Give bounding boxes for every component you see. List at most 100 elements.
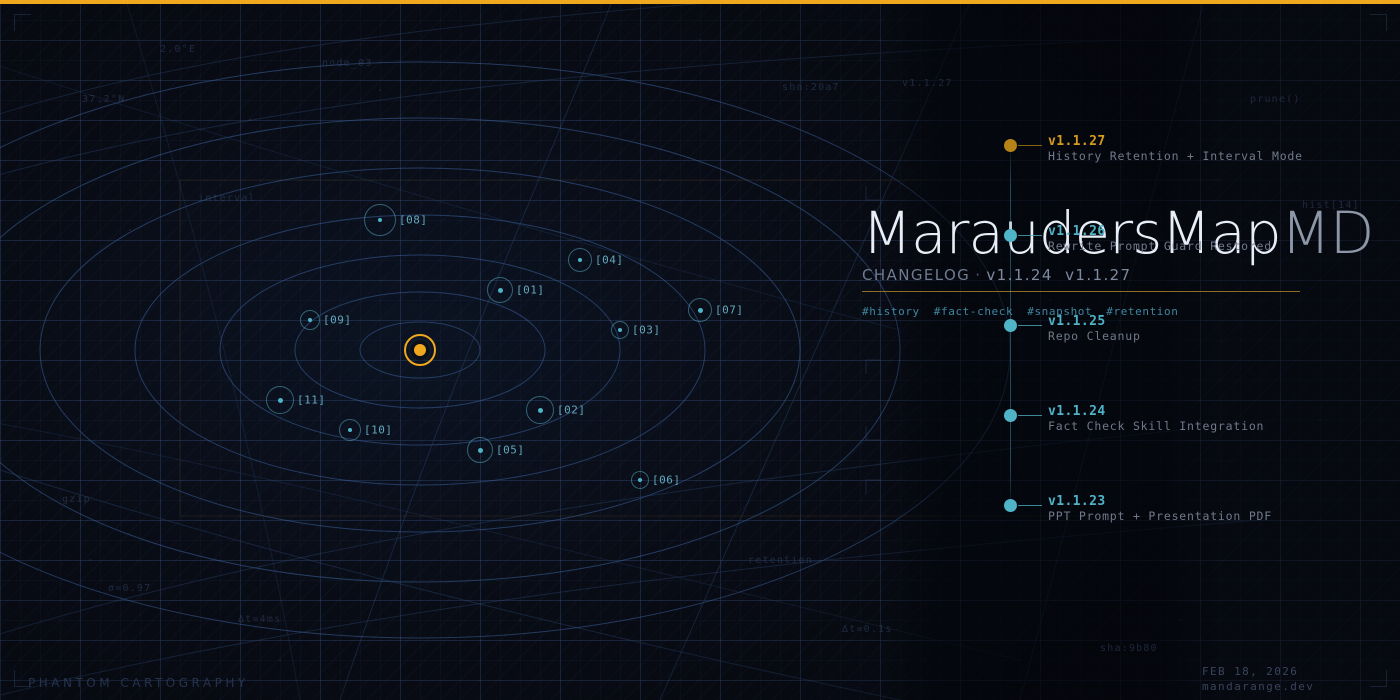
entry-description: Fact Check Skill Integration	[1048, 419, 1265, 433]
ambient-label: 37.2°N	[82, 94, 126, 105]
node-dot	[638, 478, 642, 482]
map-node-05[interactable]: [05]	[467, 437, 524, 463]
node-ring	[467, 437, 493, 463]
map-node-04[interactable]: [04]	[568, 248, 623, 272]
page-title: MaraudersMapMD	[862, 204, 1374, 262]
entry-description: History Retention + Interval Mode	[1048, 149, 1303, 163]
ambient-label: Δt=4ms	[238, 614, 282, 625]
wordmark-secondary: MD	[1280, 199, 1375, 267]
entry-description: PPT Prompt + Presentation PDF	[1048, 509, 1272, 523]
timeline-connector	[1018, 235, 1042, 236]
tag-list[interactable]: #history #fact-check #snapshot #retention	[862, 305, 1192, 318]
core-dot	[414, 344, 426, 356]
tag-fact-check[interactable]: #fact-check	[933, 305, 1014, 318]
footer-date: FEB 18, 2026	[1202, 665, 1299, 678]
entry-description: Rewrite Prompt Guard Restored	[1048, 239, 1272, 253]
subtitle: CHANGELOG·v1.1.24 v1.1.27	[862, 266, 1132, 284]
orbital-node-map[interactable]: [08] [04] [01] [07] [09] [03] [11] [02] [10] [05]…	[0, 0, 900, 700]
ambient-label: Δt=0.1s	[842, 624, 893, 635]
map-node-08[interactable]: [08]	[364, 204, 427, 236]
node-dot	[348, 428, 352, 432]
ambient-label: gzip	[62, 494, 91, 505]
ambient-label: v1.1.27	[902, 78, 953, 89]
node-ring	[339, 419, 361, 441]
footer-meta: FEB 18, 2026 mandarange.dev	[1202, 664, 1314, 694]
node-label: [11]	[297, 393, 326, 407]
node-dot	[378, 218, 382, 222]
version-from: v1.1.24	[986, 266, 1053, 284]
node-dot	[537, 407, 543, 413]
ambient-label: sha:9b80	[1100, 643, 1158, 654]
map-node-01[interactable]: [01]	[487, 277, 544, 303]
core-outer-ring	[404, 334, 436, 366]
map-node-07[interactable]: [07]	[688, 298, 743, 322]
header-divider	[862, 291, 1300, 292]
timeline-marker-icon	[1004, 409, 1017, 422]
entry-description: Repo Cleanup	[1048, 329, 1141, 343]
subtitle-separator: ·	[975, 266, 982, 284]
timeline-connector	[1018, 325, 1042, 326]
node-ring	[526, 396, 554, 424]
node-ring	[611, 321, 629, 339]
ambient-label: node_03	[322, 58, 373, 69]
ambient-label: interval	[198, 193, 256, 204]
node-ring	[631, 471, 649, 489]
ambient-label: 2.0°E	[160, 44, 197, 55]
entry-version: v1.1.25	[1048, 314, 1106, 329]
node-ring	[487, 277, 513, 303]
node-dot	[477, 447, 483, 453]
timeline-marker-icon	[1004, 319, 1017, 332]
map-node-10[interactable]: [10]	[339, 419, 392, 441]
map-node-02[interactable]: [02]	[526, 396, 585, 424]
node-ring	[568, 248, 592, 272]
ambient-label: prune()	[1250, 94, 1301, 105]
tag-snapshot[interactable]: #snapshot	[1027, 305, 1093, 318]
timeline-marker-icon	[1004, 139, 1017, 152]
map-node-11[interactable]: [11]	[266, 386, 325, 414]
timeline-connector	[1018, 145, 1042, 146]
node-label: [10]	[364, 423, 393, 437]
ambient-label: σ=0.97	[108, 583, 152, 594]
node-label: [04]	[595, 253, 624, 267]
changelog-panel: MaraudersMapMD CHANGELOG·v1.1.24 v1.1.27…	[862, 0, 1374, 700]
timeline-marker-icon	[1004, 499, 1017, 512]
node-label: [01]	[516, 283, 545, 297]
node-label: [06]	[652, 473, 681, 487]
node-label: [03]	[632, 323, 661, 337]
node-dot	[618, 328, 622, 332]
ambient-label: hist[14]	[1302, 200, 1360, 211]
timeline-marker-icon	[1004, 229, 1017, 242]
entry-version: v1.1.24	[1048, 404, 1106, 419]
top-accent-bar	[0, 0, 1400, 4]
corner-tick-br	[1370, 670, 1387, 687]
ambient-label: sha:20a7	[782, 82, 840, 93]
entry-version: v1.1.26	[1048, 224, 1106, 239]
node-ring	[300, 310, 320, 330]
node-ring	[688, 298, 712, 322]
map-node-03[interactable]: [03]	[611, 321, 660, 339]
node-dot	[308, 318, 312, 322]
node-label: [09]	[323, 313, 352, 327]
corner-tick-tr	[1370, 14, 1387, 31]
map-node-09[interactable]: [09]	[300, 310, 351, 330]
node-dot	[697, 307, 703, 313]
entry-version: v1.1.23	[1048, 494, 1106, 509]
node-label: [02]	[557, 403, 586, 417]
tag-retention[interactable]: #retention	[1106, 305, 1179, 318]
node-label: [07]	[715, 303, 744, 317]
node-dot	[277, 397, 283, 403]
map-node-06[interactable]: [06]	[631, 471, 680, 489]
node-dot	[578, 258, 582, 262]
node-ring	[266, 386, 294, 414]
timeline-connector	[1018, 415, 1042, 416]
corner-tick-tl	[14, 14, 31, 31]
footer-brand: PHANTOM CARTOGRAPHY	[28, 676, 249, 690]
tag-history[interactable]: #history	[862, 305, 920, 318]
node-dot	[497, 287, 503, 293]
corner-tick-bl	[14, 670, 31, 687]
entry-version: v1.1.27	[1048, 134, 1106, 149]
version-to: v1.1.27	[1065, 266, 1132, 284]
core-node[interactable]	[404, 334, 436, 366]
